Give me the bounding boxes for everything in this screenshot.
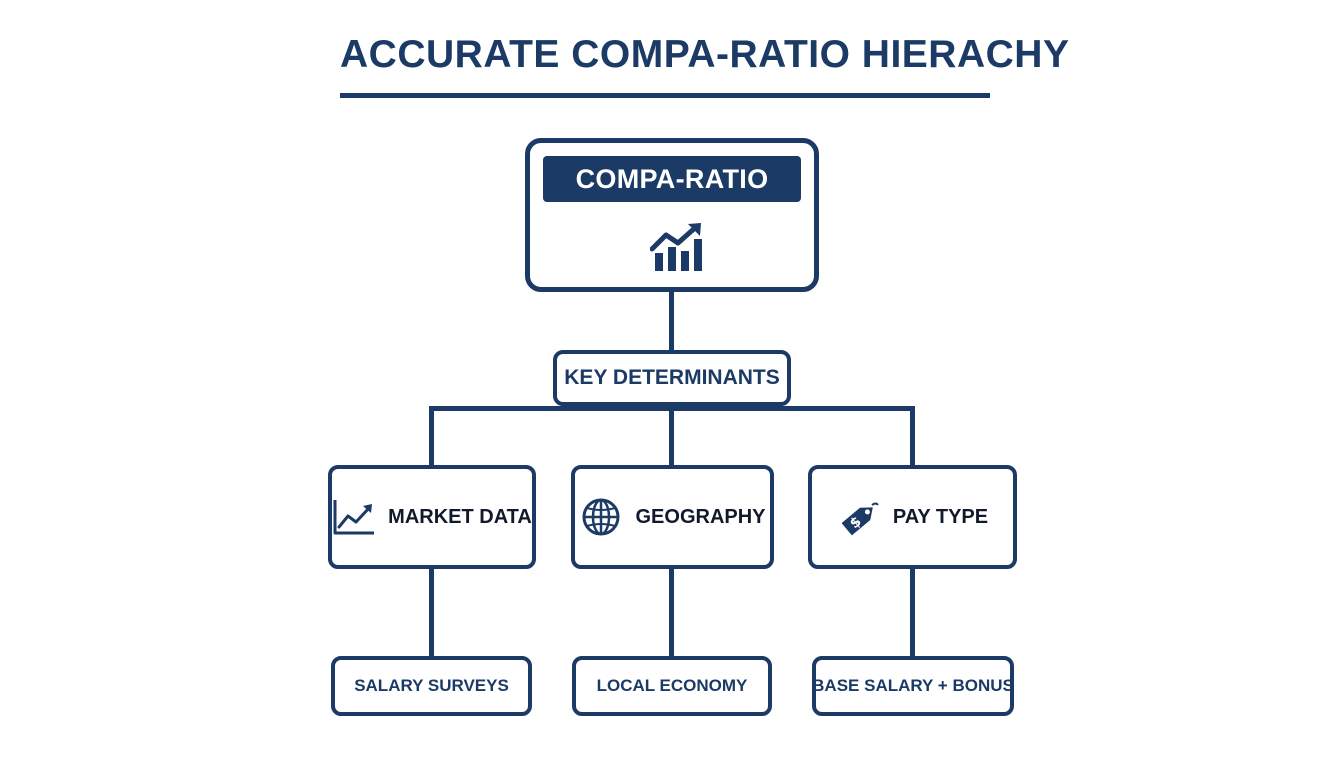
root-node-compa-ratio: COMPA-RATIO [525, 138, 819, 292]
connector-bus-to-geography [669, 406, 674, 467]
root-node-label: COMPA-RATIO [543, 156, 801, 202]
connector-bus-to-pay-type [910, 406, 915, 467]
category-node-pay-type: $ PAY TYPE [808, 465, 1017, 569]
price-tag-dollar-icon: $ [841, 502, 879, 536]
trend-line-chart-icon [333, 500, 375, 535]
category-node-geography: GEOGRAPHY [571, 465, 774, 569]
connector-root-to-determinants [669, 290, 674, 352]
category-label-pay-type: PAY TYPE [892, 505, 989, 528]
connector-market-data-to-salary-surveys [429, 567, 434, 658]
connector-geography-to-local-economy [669, 567, 674, 658]
leaf-node-base-salary-bonus: BASE SALARY + BONUS [812, 656, 1014, 716]
key-determinants-node: KEY DETERMINANTS [553, 350, 791, 406]
connector-pay-type-to-base-salary [910, 567, 915, 658]
connector-bus-to-market-data [429, 406, 434, 467]
leaf-node-salary-surveys: SALARY SURVEYS [331, 656, 532, 716]
title-underline [340, 93, 990, 98]
category-label-market-data: MARKET DATA [388, 505, 532, 528]
leaf-node-local-economy: LOCAL ECONOMY [572, 656, 772, 716]
diagram-title: ACCURATE COMPA-RATIO HIERACHY [340, 33, 1070, 76]
globe-icon [582, 498, 620, 536]
category-node-market-data: MARKET DATA [328, 465, 536, 569]
category-label-geography: GEOGRAPHY [635, 505, 766, 528]
growth-bar-chart-icon [650, 223, 702, 271]
